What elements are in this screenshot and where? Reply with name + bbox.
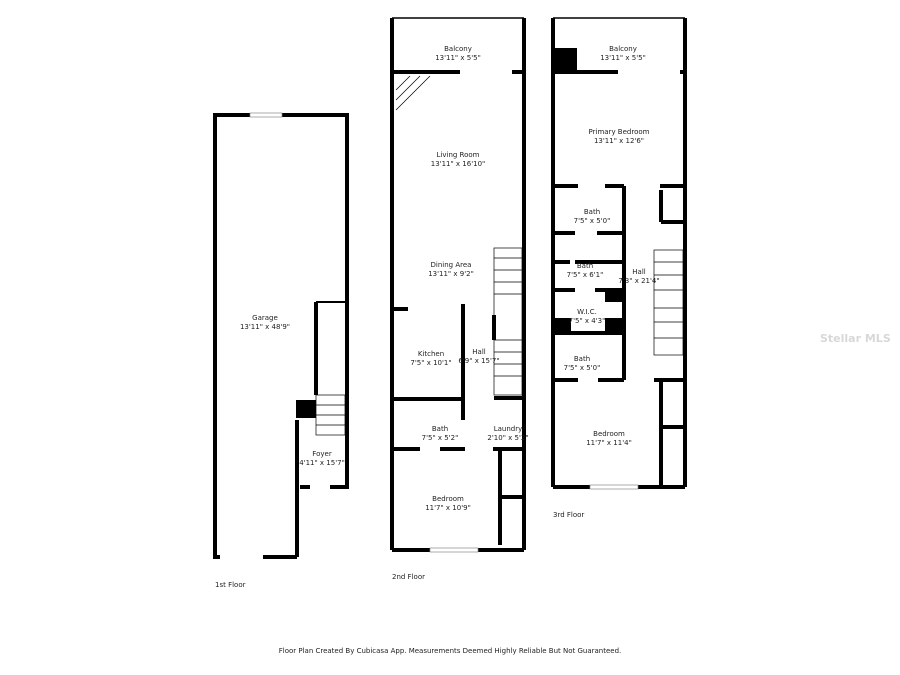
room-name: Living Room [436, 151, 480, 159]
room-size: 11'7" x 11'4" [586, 439, 632, 447]
room-name: Balcony [444, 45, 472, 53]
room-size: 4'11" x 15'7" [299, 459, 345, 467]
room-size: 7'5" x 4'3" [568, 317, 606, 325]
second-floor-stairs [395, 75, 523, 396]
window [249, 112, 283, 118]
room-size: 2'10" x 5'2" [487, 434, 529, 442]
room-size: 7'5" x 5'2" [421, 434, 459, 442]
room-size: 11'7" x 10'9" [425, 504, 471, 512]
first-floor-stairs [315, 394, 346, 436]
room-name: Primary Bedroom [588, 128, 650, 136]
room-name: Foyer [312, 450, 332, 458]
floor-label-2: 2nd Floor [392, 573, 425, 581]
room-size: 13'11" x 16'10" [430, 160, 486, 168]
room-name: Dining Area [430, 261, 472, 269]
room-size: 7'5" x 10'1" [410, 359, 452, 367]
window [429, 547, 479, 553]
room-name: Bedroom [593, 430, 625, 438]
room-name: Bedroom [432, 495, 464, 503]
room-name: Bath [583, 208, 601, 216]
room-name: Garage [252, 314, 278, 322]
room-name: Bath [431, 425, 449, 433]
room-name: Balcony [609, 45, 637, 53]
room-name: Laundry [493, 425, 523, 433]
room-name: Bath [576, 262, 594, 270]
room-size: 13'11" x 48'9" [239, 323, 291, 331]
third-floor-walls [551, 17, 687, 489]
third-floor-blocks [555, 48, 624, 333]
footer-disclaimer: Floor Plan Created By Cubicasa App. Meas… [278, 647, 622, 655]
room-wic: W.I.C.7'5" x 4'3" [569, 308, 606, 326]
room-size: 7'5" x 5'0" [563, 364, 601, 372]
room-name: Hall [472, 348, 486, 356]
watermark: Stellar MLS [820, 332, 891, 345]
room-name: W.I.C. [577, 308, 597, 316]
room-size: 13'11" x 5'5" [435, 54, 481, 62]
first-floor-walls [213, 113, 349, 559]
floor-label-1: 1st Floor [215, 581, 246, 589]
second-floor-walls [390, 17, 526, 552]
room-size: 7'3" x 21'4" [618, 277, 660, 285]
room-name: Bath [573, 355, 591, 363]
window [589, 484, 639, 490]
room-size: 7'5" x 6'1" [566, 271, 604, 279]
room-name: Kitchen [417, 350, 445, 358]
third-floor-stairs [653, 249, 684, 356]
room-name: Hall [632, 268, 646, 276]
room-size: 13'11" x 9'2" [428, 270, 474, 278]
room-size: 13'11" x 12'6" [593, 137, 645, 145]
room-size: 6'9" x 15'7" [458, 357, 500, 365]
room-size: 7'5" x 5'0" [573, 217, 611, 225]
room-size: 13'11" x 5'5" [600, 54, 646, 62]
floor-label-3: 3rd Floor [553, 511, 585, 519]
